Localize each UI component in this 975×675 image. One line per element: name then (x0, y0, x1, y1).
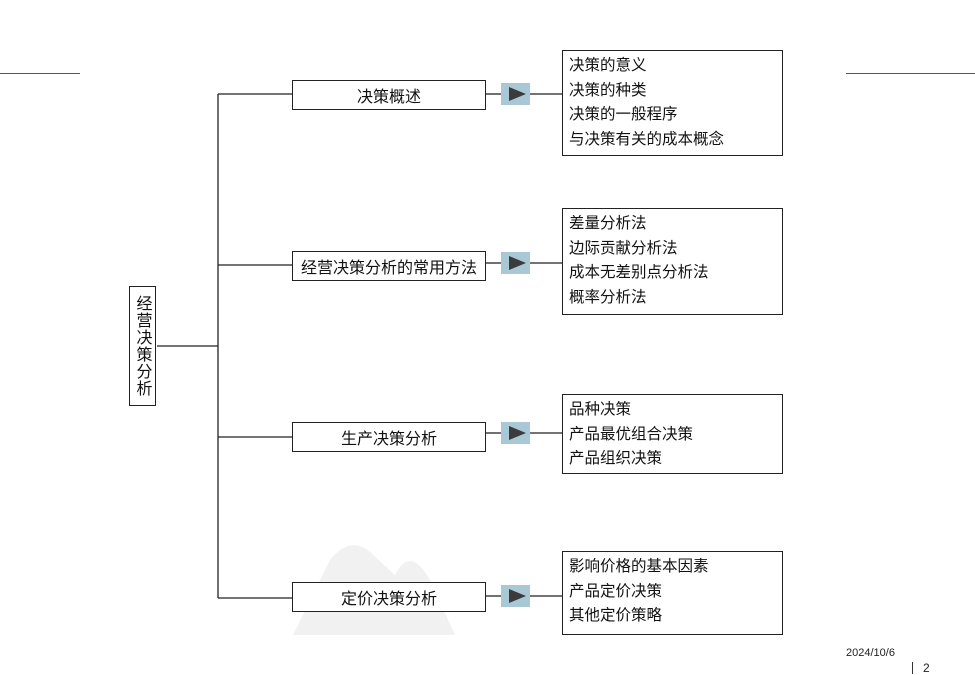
root-node-label: 经营决策分析 (133, 295, 153, 397)
arrow-icon (501, 585, 530, 607)
decorative-line-right (846, 73, 975, 74)
arrow-icon (501, 422, 530, 444)
footer-date: 2024/10/6 (846, 647, 895, 659)
decorative-line-left (0, 73, 80, 74)
arrow-icon (501, 83, 530, 105)
detail-item: 其他定价策略 (569, 606, 663, 624)
arrow-icon (501, 252, 530, 274)
root-node: 经营决策分析 (129, 286, 156, 406)
category-label: 决策概述 (356, 87, 421, 106)
detail-item: 品种决策 (569, 400, 632, 418)
detail-box-pricing: 影响价格的基本因素 产品定价决策 其他定价策略 (562, 551, 783, 635)
detail-item: 产品组织决策 (569, 449, 663, 467)
category-box-methods: 经营决策分析的常用方法 (292, 251, 486, 281)
detail-item: 影响价格的基本因素 (569, 557, 709, 575)
detail-box-methods: 差量分析法 边际贡献分析法 成本无差别点分析法 概率分析法 (562, 208, 783, 315)
detail-item: 成本无差别点分析法 (569, 263, 709, 281)
detail-item: 决策的种类 (569, 80, 647, 99)
category-box-overview: 决策概述 (292, 80, 486, 110)
category-label: 生产决策分析 (340, 429, 437, 448)
category-box-production: 生产决策分析 (292, 422, 486, 452)
detail-item: 概率分析法 (569, 287, 647, 306)
detail-item: 产品定价决策 (569, 581, 663, 600)
detail-item: 与决策有关的成本概念 (569, 129, 725, 148)
footer-separator (912, 662, 913, 674)
category-label: 定价决策分析 (340, 589, 437, 608)
detail-box-overview: 决策的意义 决策的种类 决策的一般程序 与决策有关的成本概念 (562, 50, 783, 156)
detail-item: 决策的意义 (569, 56, 647, 74)
detail-item: 边际贡献分析法 (569, 238, 678, 257)
detail-item: 决策的一般程序 (569, 105, 678, 123)
detail-item: 产品最优组合决策 (569, 424, 694, 443)
detail-item: 差量分析法 (569, 214, 647, 232)
category-label: 经营决策分析的常用方法 (300, 258, 477, 277)
page-number: 2 (923, 661, 930, 675)
category-box-pricing: 定价决策分析 (292, 582, 486, 612)
detail-box-production: 品种决策 产品最优组合决策 产品组织决策 (562, 394, 783, 474)
